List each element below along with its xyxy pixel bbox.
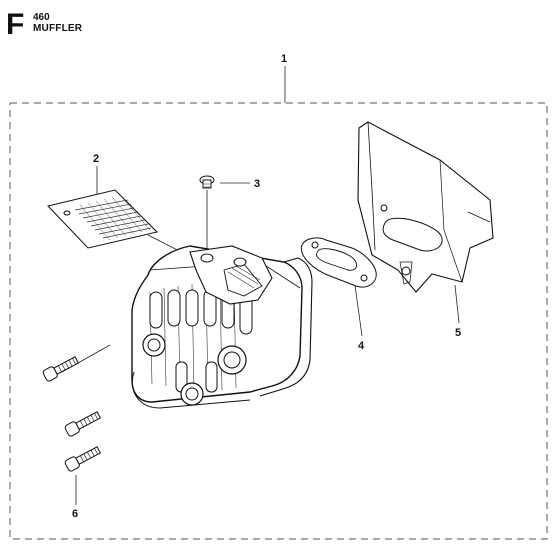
callout-5: 5: [455, 327, 461, 339]
model-number: 460: [33, 12, 50, 23]
callout-6: 6: [72, 508, 78, 520]
callout-4: 4: [358, 340, 365, 352]
section-title: MUFFLER: [33, 23, 83, 34]
gasket: [300, 237, 377, 288]
callout-1: 1: [281, 53, 287, 65]
muffler-body: [131, 245, 313, 409]
section-letter: F: [6, 8, 25, 41]
leader-lines: [61, 66, 460, 505]
heat-shield-plate: [47, 189, 158, 249]
callout-3: 3: [254, 178, 260, 190]
callout-2: 2: [93, 153, 99, 165]
screw-icon: [199, 175, 215, 189]
cooling-plate: [357, 121, 494, 293]
bolt-icon: [42, 356, 102, 472]
assembly-boundary: [9, 102, 548, 540]
